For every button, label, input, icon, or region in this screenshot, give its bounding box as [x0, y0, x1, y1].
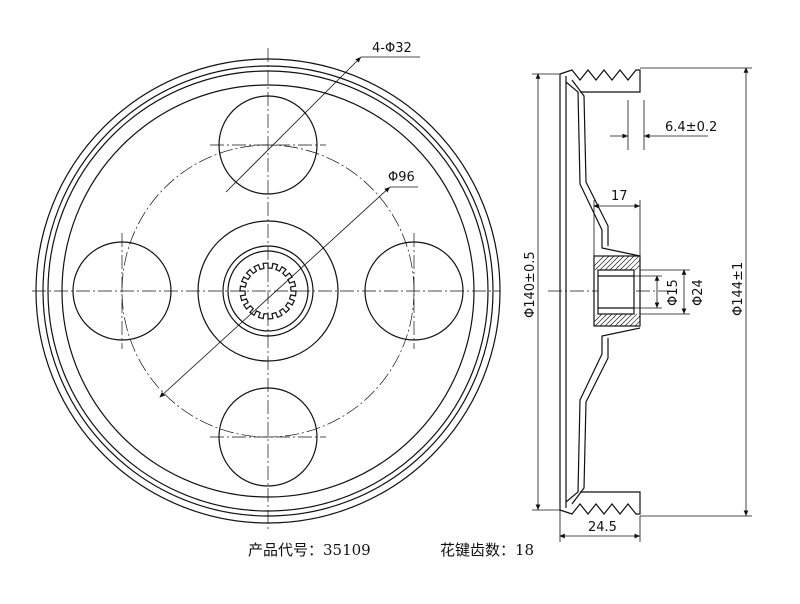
outer-rim-circle — [35, 58, 501, 524]
hatch-line — [614, 255, 630, 271]
hub-hatch-top — [593, 255, 641, 271]
outer-rim-inner-circle — [42, 65, 494, 517]
hole-callout-label: 4-Φ32 — [372, 41, 412, 56]
product-code-caption: 产品代号：35109 — [248, 541, 371, 559]
hatch-line — [594, 313, 608, 327]
hub-hatch-bottom — [593, 313, 641, 327]
hatch-line — [629, 259, 641, 271]
hatch-line — [593, 255, 605, 267]
hatch-line — [619, 255, 635, 271]
groove-edge-circle — [47, 70, 489, 512]
lower-web-profile — [565, 327, 641, 505]
hatch-line — [593, 313, 603, 323]
hub-section — [593, 255, 641, 327]
hole-callout-leader — [225, 56, 362, 193]
hub-offset-label: 17 — [611, 189, 628, 204]
bottom-grooves — [559, 491, 641, 515]
hatch-line — [624, 255, 640, 271]
hatch-line — [614, 313, 628, 327]
dia-15-label: Φ15 — [666, 279, 681, 306]
top-grooves — [559, 69, 641, 93]
upper-web-profile — [565, 79, 641, 257]
hatch-line — [619, 313, 633, 327]
hatch-line — [634, 320, 641, 327]
hatch-line — [624, 313, 638, 327]
hatch-line — [609, 255, 625, 271]
dia-140-label: Φ140±0.5 — [523, 251, 538, 318]
total-width-label: 24.5 — [588, 520, 617, 535]
spline-teeth-caption: 花键齿数：18 — [440, 541, 535, 559]
section-view: Φ140±0.5 Φ144±1 Φ24 Φ15 6.4±0.2 17 24.5 — [523, 67, 752, 542]
pcd-dimension-line — [159, 186, 391, 398]
front-view: 4-Φ32 Φ96 — [32, 41, 501, 530]
dia-24-label: Φ24 — [691, 279, 706, 306]
hatch-line — [599, 255, 615, 271]
pcd-callout-label: Φ96 — [388, 170, 415, 185]
hatch-line — [604, 255, 620, 271]
hatch-line — [629, 315, 641, 327]
hatch-line — [599, 313, 613, 327]
hatch-line — [609, 313, 623, 327]
hatch-line — [604, 313, 618, 327]
dia-144-label: Φ144±1 — [731, 262, 746, 316]
hatch-line — [634, 264, 641, 271]
web-edge-circle — [61, 84, 475, 498]
groove-width-label: 6.4±0.2 — [665, 120, 717, 135]
hatch-line — [594, 255, 610, 271]
